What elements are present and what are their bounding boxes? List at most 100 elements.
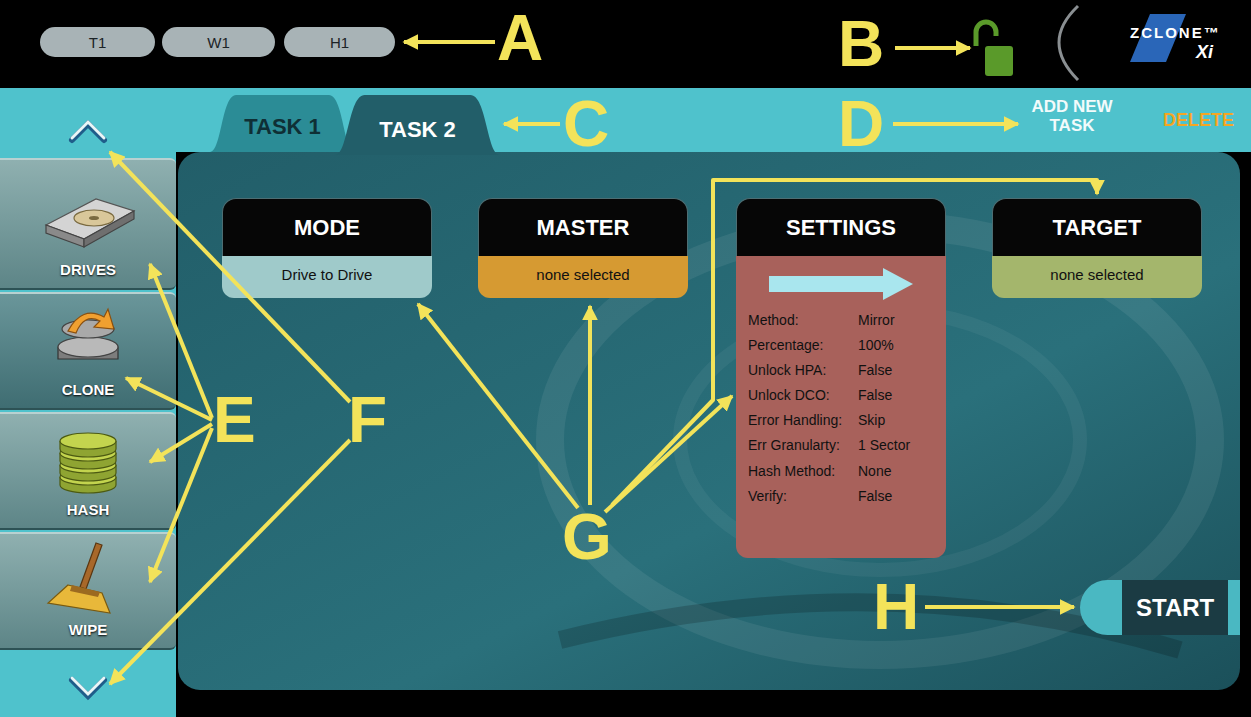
card-body: Drive to Drive <box>222 256 432 298</box>
leader-arrow <box>150 428 212 582</box>
delete-button: DELETE <box>1163 110 1234 131</box>
logo-swoosh <box>1059 6 1078 80</box>
setting-name: Percentage: <box>748 337 852 353</box>
callout-letter: C <box>563 92 609 156</box>
lock-icon <box>976 22 996 46</box>
card-value: none selected <box>1050 266 1143 283</box>
setting-name: Verify: <box>748 488 852 504</box>
lock-icon <box>985 46 1013 76</box>
callout-letter: E <box>213 388 256 452</box>
wipe-icon <box>80 543 102 589</box>
callout-letter: G <box>562 505 612 569</box>
setting-value: 1 Sector <box>858 437 934 453</box>
card-header: SETTINGS <box>736 198 946 256</box>
wipe-icon <box>70 585 100 597</box>
drive-icon <box>38 181 138 257</box>
drive-icon <box>46 225 84 247</box>
task-tab: TASK 1 <box>210 95 355 152</box>
card-header: MODE <box>222 198 432 256</box>
setting-name: Unlock DCO: <box>748 387 852 403</box>
callout-letter: B <box>838 12 884 76</box>
setting-value: False <box>858 362 934 378</box>
mode-card: MODE Drive to Drive <box>222 198 432 298</box>
setting-value: False <box>858 488 934 504</box>
callout-letter: H <box>873 575 919 639</box>
card-title: MODE <box>294 215 360 241</box>
card-body: none selected <box>992 256 1202 298</box>
status-pill: H1 <box>284 27 395 57</box>
drive-icon <box>89 216 99 220</box>
scroll-down-arrow <box>72 678 104 694</box>
hash-icon <box>38 421 138 497</box>
setting-name: Err Granularty: <box>748 437 852 453</box>
card-title: SETTINGS <box>786 215 896 241</box>
sidebar-button-label: DRIVES <box>60 261 116 278</box>
card-value: Drive to Drive <box>282 266 373 283</box>
logo-text: ZCLONE™ <box>1130 24 1221 41</box>
status-pill-label: H1 <box>330 34 349 51</box>
task-tab: TASK 2 <box>335 95 500 155</box>
leader-arrow <box>110 440 350 684</box>
sidebar-button: WIPE <box>0 532 176 650</box>
status-pill: W1 <box>162 27 275 57</box>
hash-icon <box>60 433 116 449</box>
tab-shape <box>210 95 355 152</box>
sidebar-button: CLONE <box>0 292 176 410</box>
leader-arrow <box>504 122 560 126</box>
leader-arrow <box>404 40 495 44</box>
start-button: START <box>1080 580 1240 635</box>
start-button-label: START <box>1136 594 1214 622</box>
clone-icon <box>68 309 114 333</box>
clone-icon <box>38 301 138 377</box>
leader-arrow <box>110 152 350 402</box>
task-tab-label: TASK 2 <box>379 117 456 143</box>
setting-value: None <box>858 463 934 479</box>
settings-card: SETTINGS Method: MirrorPercentage: 100% Unlo… <box>736 198 946 558</box>
card-header: TARGET <box>992 198 1202 256</box>
main-panel <box>178 152 1240 690</box>
setting-name: Error Handling: <box>748 412 852 428</box>
leader-arrow <box>588 306 592 505</box>
wipe-icon <box>48 585 110 613</box>
add-task-button: ADD NEW TASK <box>1022 98 1122 135</box>
setting-name: Hash Method: <box>748 463 852 479</box>
card-title: MASTER <box>537 215 630 241</box>
wipe-icon <box>38 541 138 617</box>
leader-arrow <box>126 378 212 420</box>
card-title: TARGET <box>1053 215 1142 241</box>
setting-name: Method: <box>748 312 852 328</box>
callout-letter: F <box>348 388 387 452</box>
card-header: MASTER <box>478 198 688 256</box>
tab-shape <box>335 95 500 155</box>
task-band <box>0 88 1251 152</box>
leader-arrow <box>925 605 1074 609</box>
callout-letter: D <box>838 92 884 156</box>
drive-icon <box>74 210 114 226</box>
setting-value: Mirror <box>858 312 934 328</box>
leader-arrow <box>895 46 970 50</box>
direction-arrow <box>761 266 921 302</box>
task-tab-label: TASK 1 <box>244 114 321 140</box>
setting-value: 100% <box>858 337 934 353</box>
callout-letter: A <box>497 6 543 70</box>
status-pill-label: W1 <box>207 34 230 51</box>
setting-value: Skip <box>858 412 934 428</box>
sidebar-button: DRIVES <box>0 158 176 290</box>
setting-name: Unlock HPA: <box>748 362 852 378</box>
sidebar <box>0 88 176 717</box>
clone-icon <box>58 337 118 357</box>
scroll-up-arrow <box>72 122 104 138</box>
direction-arrow <box>769 268 913 300</box>
sidebar-button: HASH <box>0 412 176 530</box>
sidebar-button-label: HASH <box>67 501 110 518</box>
status-pill: T1 <box>40 27 155 57</box>
card-body: none selected <box>478 256 688 298</box>
setting-value: False <box>858 387 934 403</box>
master-card: MASTER none selected <box>478 198 688 298</box>
logo-text: Xi <box>1196 42 1213 63</box>
status-pill-label: T1 <box>89 34 107 51</box>
sidebar-button-label: WIPE <box>69 621 107 638</box>
sidebar-button-label: CLONE <box>62 381 115 398</box>
leader-arrow <box>418 304 578 508</box>
